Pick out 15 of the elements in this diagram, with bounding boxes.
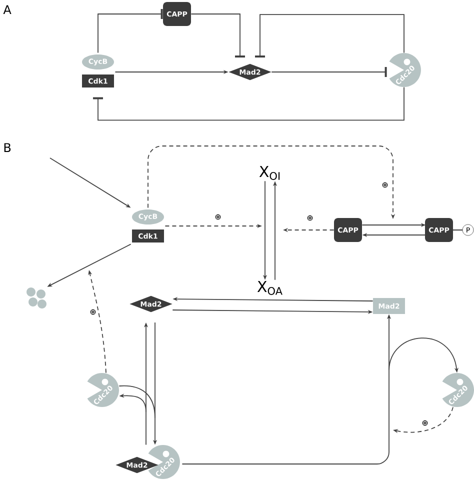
inhibition-arrow <box>190 14 245 58</box>
edge-label: ⊕ <box>381 182 389 188</box>
panel-label: B <box>4 143 11 152</box>
edge-label: ⊕ <box>306 214 314 222</box>
degraded-fragments <box>26 288 46 308</box>
inhibition-arrow <box>255 14 404 58</box>
state-label: X$_{OI}$ <box>259 166 280 180</box>
inhibition-arrow <box>93 86 404 121</box>
state-label: X$_{OA}$ <box>257 281 282 295</box>
edge-label: ⊕ <box>214 214 222 220</box>
edge-label: ⊕ <box>421 420 429 426</box>
panel-label: A <box>3 5 12 14</box>
edge-label: ⊕ <box>89 308 97 316</box>
inhibition-arrow <box>98 9 163 54</box>
inhibition-arrow <box>271 67 387 77</box>
